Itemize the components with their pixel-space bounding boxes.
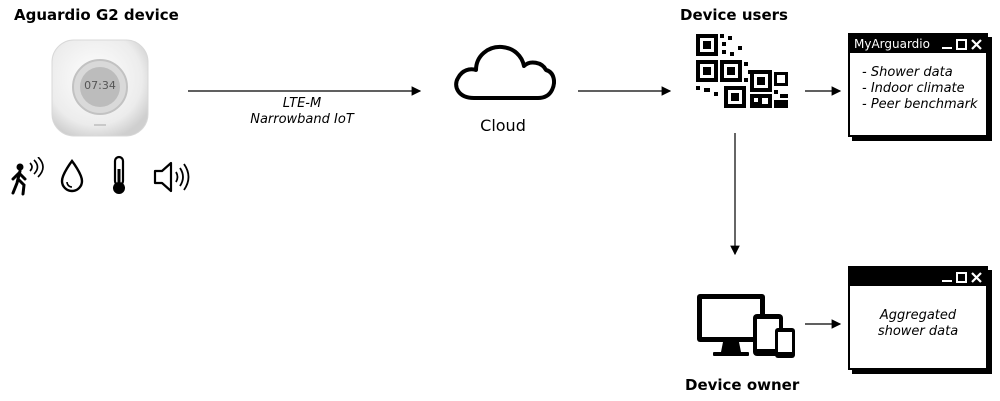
window-content: Aggregated shower data (850, 286, 986, 340)
window-item-shower-data: - Shower data (862, 65, 953, 80)
minimize-icon[interactable] (942, 39, 952, 49)
cloud-icon (450, 38, 556, 108)
water-drop-icon (58, 158, 86, 198)
device-title: Aguardio G2 device (14, 6, 179, 24)
connection-line1: LTE-M (282, 96, 322, 111)
window-title-bar: MyArguardio (850, 35, 986, 53)
aguardio-device-icon (51, 39, 149, 137)
window-title: MyArguardio (854, 37, 930, 51)
window-item-peer-benchmark: - Peer benchmark (862, 97, 978, 112)
owner-title: Device owner (685, 376, 800, 394)
thermometer-icon (108, 155, 130, 201)
close-icon[interactable] (971, 38, 982, 50)
cloud-label: Cloud (480, 116, 526, 135)
close-icon[interactable] (971, 271, 982, 283)
aggregated-text-line1: Aggregated (879, 308, 957, 323)
device-image: 07:34 (50, 38, 150, 138)
maximize-icon[interactable] (956, 271, 967, 283)
qr-code-icon (694, 32, 798, 116)
users-title: Device users (680, 6, 788, 24)
device-display-time: 07:34 (84, 79, 116, 92)
connection-caption: LTE-M Narrowband IoT (222, 96, 382, 128)
owner-dashboard-window: Aggregated shower data (848, 266, 988, 370)
owner-devices-icon (695, 292, 800, 362)
minimize-icon[interactable] (942, 272, 952, 282)
maximize-icon[interactable] (956, 38, 967, 50)
window-content: - Shower data - Indoor climate - Peer be… (850, 53, 986, 113)
myarguardio-app-window: MyArguardio - Shower data - Indoor clima… (848, 33, 988, 137)
aggregated-text-line2: shower data (877, 324, 959, 339)
motion-sensor-icon (10, 156, 44, 201)
window-title-bar (850, 268, 986, 286)
speaker-icon (152, 160, 190, 198)
window-item-indoor-climate: - Indoor climate (862, 81, 965, 96)
connection-line2: Narrowband IoT (250, 112, 354, 127)
